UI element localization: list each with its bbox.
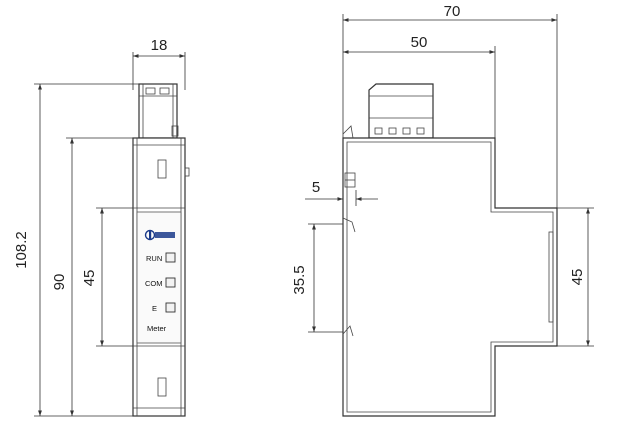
dim-side-rail-height: 35.5 bbox=[291, 223, 343, 333]
dim-side-rail-lip-label: 5 bbox=[312, 179, 320, 196]
brand-logo bbox=[144, 229, 175, 241]
run-indicator: RUN bbox=[146, 252, 176, 263]
dim-front-width-label: 18 bbox=[151, 37, 168, 54]
dim-side-body-depth-label: 50 bbox=[411, 34, 428, 51]
side-view: 70 50 5 35.5 45 bbox=[291, 3, 594, 417]
side-top-terminal bbox=[368, 83, 434, 139]
dim-side-body-depth: 50 bbox=[343, 34, 496, 138]
model-label: Meter bbox=[147, 324, 167, 333]
e-label: E bbox=[152, 304, 157, 313]
top-terminal bbox=[138, 83, 179, 139]
dim-front-window-height-label: 45 bbox=[81, 270, 98, 287]
front-panel: RUN COM E Meter bbox=[136, 211, 182, 344]
run-label: RUN bbox=[146, 254, 162, 263]
run-led bbox=[165, 252, 176, 263]
com-indicator: COM bbox=[145, 277, 176, 288]
dim-side-rail-lip: 5 bbox=[305, 179, 378, 206]
dim-front-total-height: 108.2 bbox=[13, 83, 139, 417]
e-indicator: E bbox=[152, 302, 176, 313]
dim-side-total-depth-label: 70 bbox=[444, 3, 461, 20]
dim-front-window-height: 45 bbox=[81, 207, 133, 347]
com-label: COM bbox=[145, 279, 163, 288]
com-led bbox=[165, 277, 176, 288]
dim-side-step-height-label: 45 bbox=[569, 269, 586, 286]
dim-side-step-height: 45 bbox=[557, 207, 594, 347]
front-view: RUN COM E Meter 18 108.2 bbox=[13, 37, 190, 417]
side-body bbox=[342, 125, 558, 417]
dim-side-total-depth: 70 bbox=[342, 3, 558, 208]
dim-side-rail-height-label: 35.5 bbox=[291, 265, 308, 294]
e-led bbox=[165, 302, 176, 313]
dim-front-body-height-label: 90 bbox=[51, 274, 68, 291]
dim-front-body-height: 90 bbox=[51, 137, 133, 416]
dim-front-total-height-label: 108.2 bbox=[13, 231, 30, 269]
dim-front-width: 18 bbox=[132, 37, 186, 90]
